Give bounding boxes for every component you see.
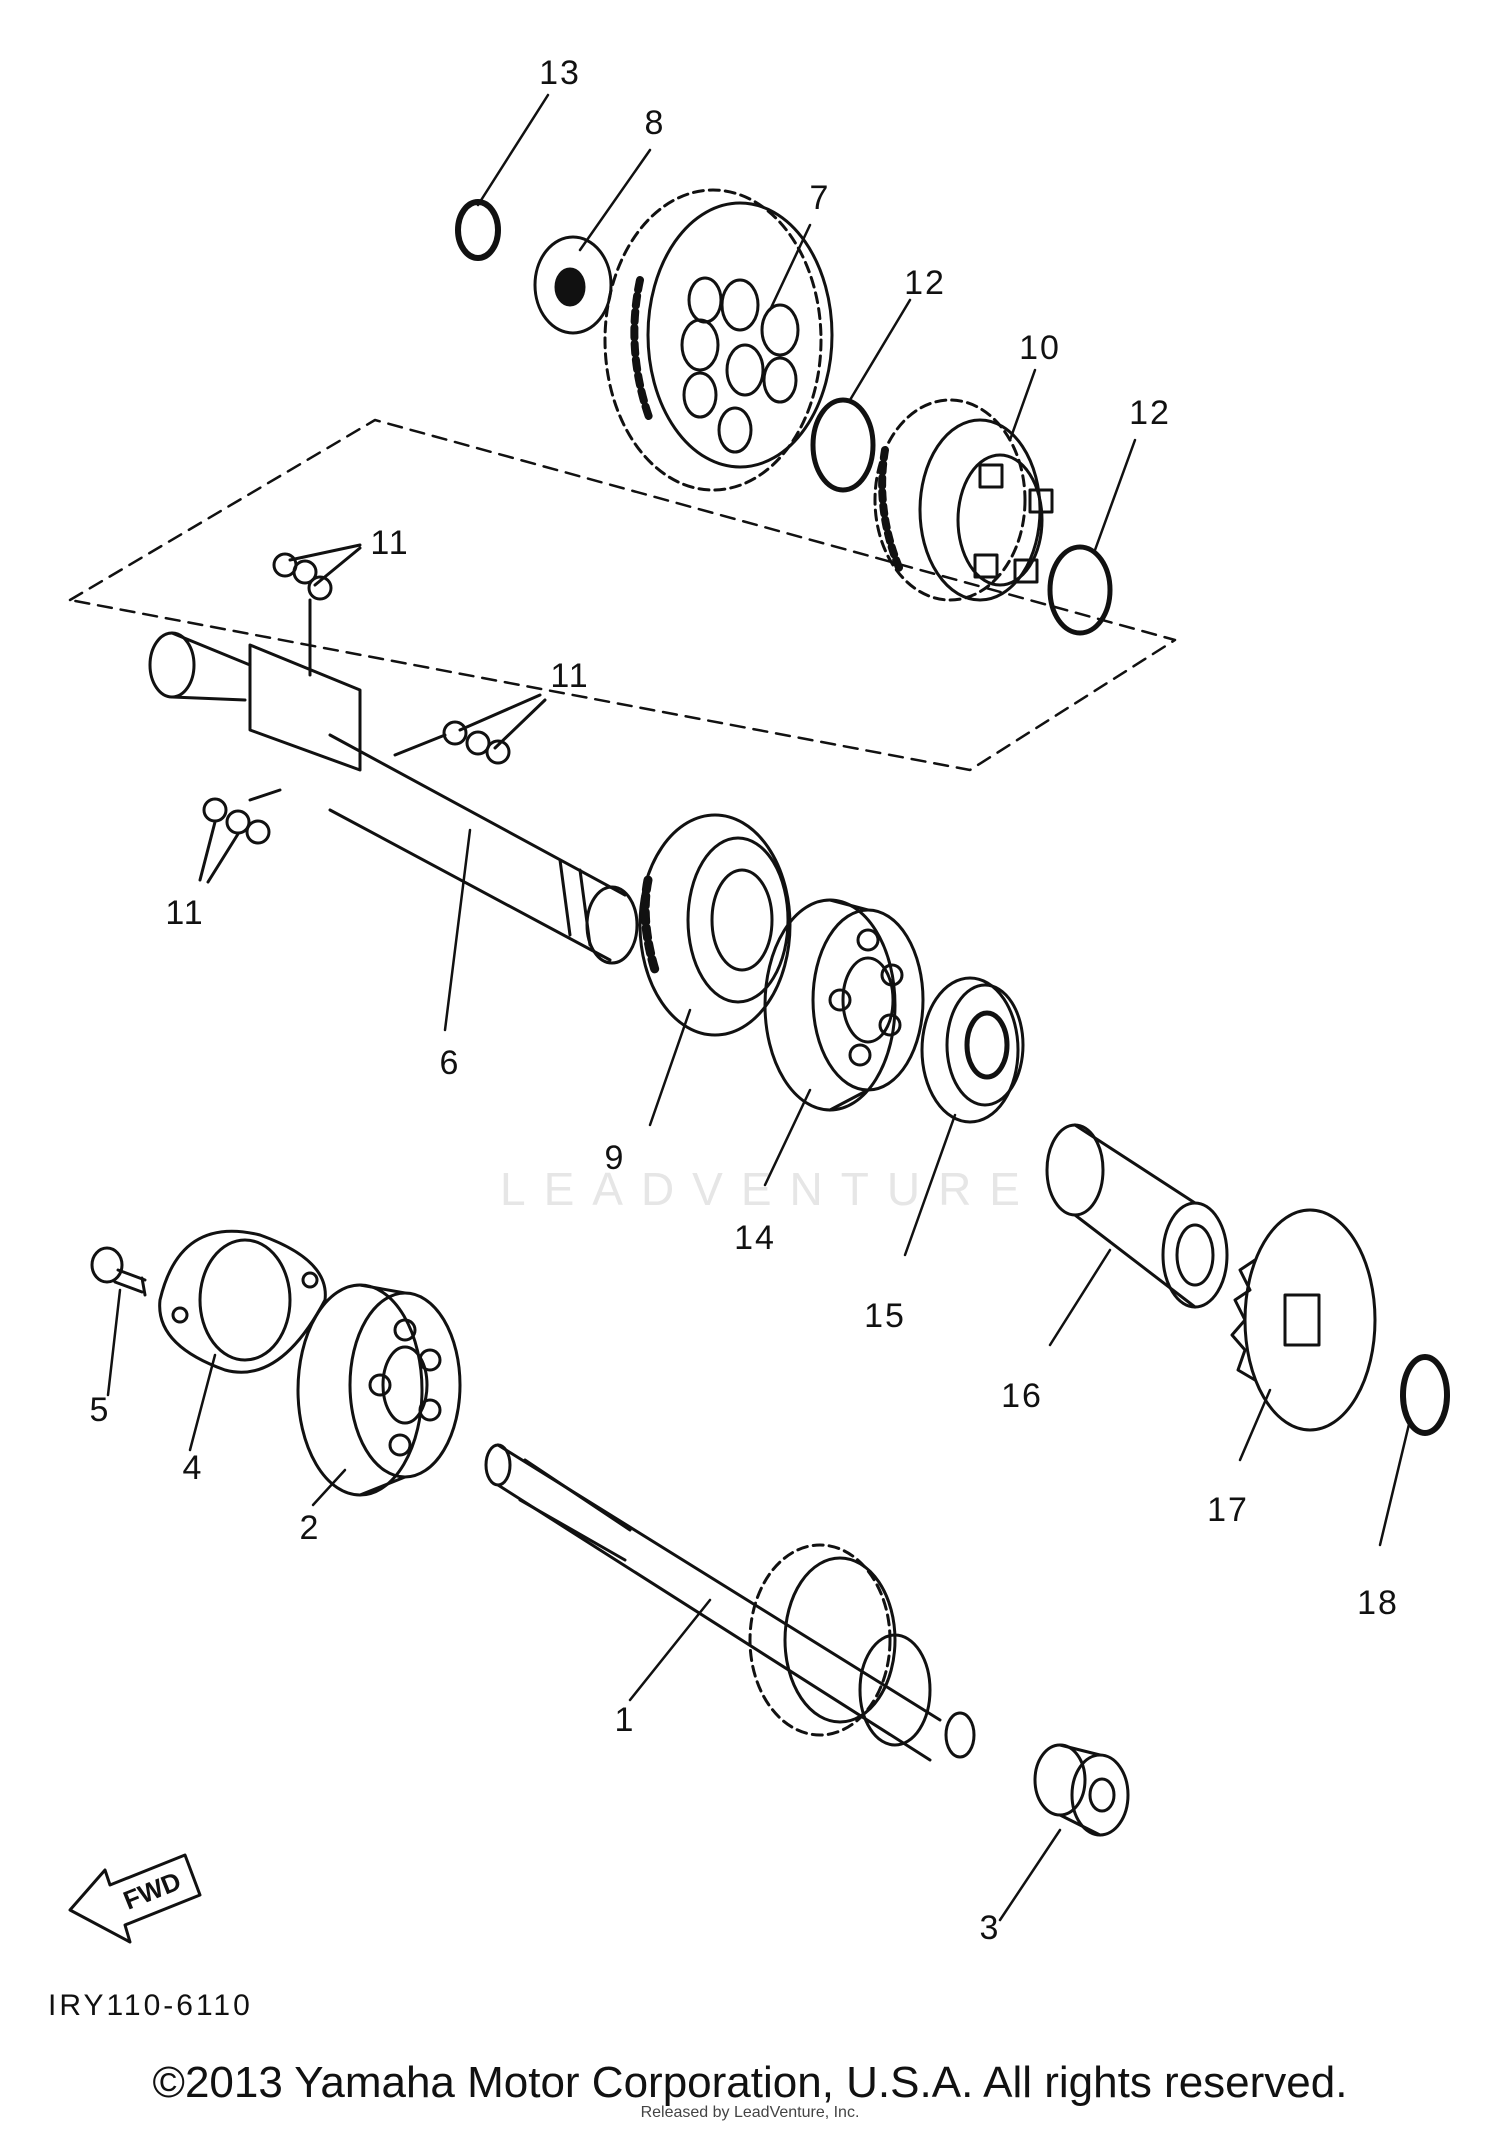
callout-11-left: 11 xyxy=(165,894,204,932)
circlip-12-b xyxy=(1047,544,1113,636)
callout-11-top: 11 xyxy=(370,524,409,562)
collar-16 xyxy=(1045,1123,1229,1309)
fwd-arrow: FWD xyxy=(68,1853,202,1944)
callout-17: 17 xyxy=(1207,1491,1249,1529)
fwd-label: FWD xyxy=(119,1866,185,1916)
callout-2: 2 xyxy=(300,1509,321,1547)
callout-10: 10 xyxy=(1019,329,1061,367)
bearing-2 xyxy=(296,1283,462,1497)
plate-4 xyxy=(158,1229,327,1374)
leader-lines xyxy=(106,93,1412,1922)
callout-15: 15 xyxy=(864,1297,906,1335)
release-credit: Released by LeadVenture, Inc. xyxy=(640,2104,860,2121)
washer-8 xyxy=(533,235,613,335)
gear-10 xyxy=(873,398,1054,602)
callout-13: 13 xyxy=(539,54,581,92)
callout-12-a: 12 xyxy=(904,264,946,302)
circlip-18 xyxy=(1400,1354,1450,1436)
assembly-frame xyxy=(68,418,1177,772)
callout-1: 1 xyxy=(615,1701,636,1739)
callout-7: 7 xyxy=(810,179,831,217)
callout-4: 4 xyxy=(183,1449,204,1487)
shaft-1 xyxy=(484,1443,976,1762)
balls-11-right xyxy=(393,693,547,765)
callout-9: 9 xyxy=(605,1139,626,1177)
gear-7 xyxy=(603,188,834,492)
callout-8: 8 xyxy=(645,104,666,142)
watermark: LEADVENTURE xyxy=(500,1163,1038,1215)
callouts: 13 8 7 12 10 12 11 11 11 6 9 14 15 16 17… xyxy=(90,54,1399,1947)
callout-3: 3 xyxy=(980,1909,1001,1947)
gear-9 xyxy=(638,813,792,1037)
shaft-6 xyxy=(148,631,639,965)
diagram-code: IRY110-6110 xyxy=(48,1989,253,2022)
callout-12-b: 12 xyxy=(1129,394,1171,432)
callout-18: 18 xyxy=(1357,1584,1399,1622)
callout-16: 16 xyxy=(1001,1377,1043,1415)
bolt-5 xyxy=(90,1246,147,1297)
oil-seal-15 xyxy=(920,976,1025,1124)
callout-14: 14 xyxy=(734,1219,776,1257)
bearing-14 xyxy=(763,898,925,1112)
copyright-notice: ©2013 Yamaha Motor Corporation, U.S.A. A… xyxy=(152,2058,1348,2107)
circlip-12-a xyxy=(810,397,876,493)
callout-6: 6 xyxy=(440,1044,461,1082)
balls-11-left xyxy=(198,788,282,884)
sprocket-17 xyxy=(1230,1208,1377,1432)
balls-11-top xyxy=(272,543,362,677)
callout-11-right: 11 xyxy=(550,657,589,695)
callout-5: 5 xyxy=(90,1391,111,1429)
circlip-13 xyxy=(455,199,501,261)
collar-3 xyxy=(1033,1743,1130,1837)
